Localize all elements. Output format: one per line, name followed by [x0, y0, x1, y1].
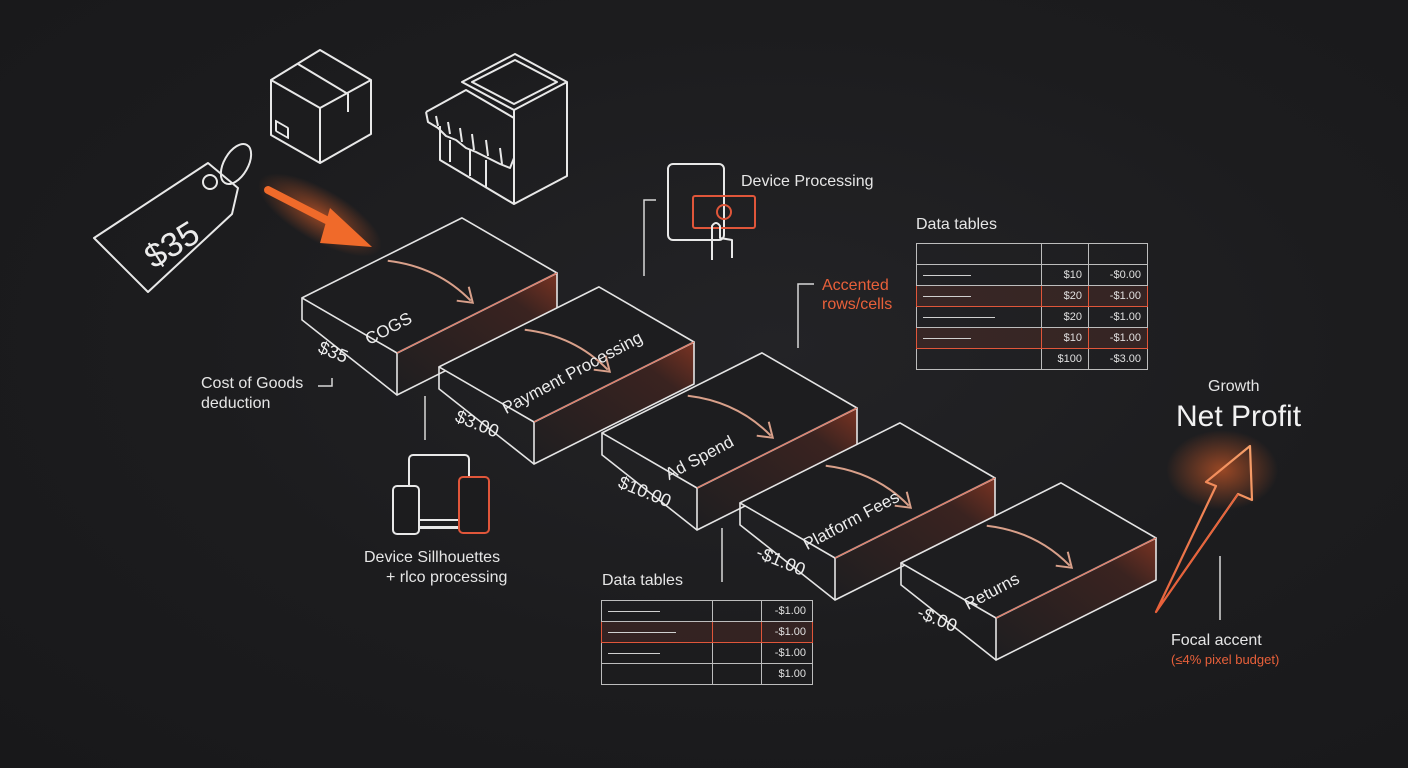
steps-layer — [301, 217, 1157, 661]
leader-lines — [318, 199, 1221, 620]
table-cell — [601, 642, 713, 664]
table-cell — [601, 621, 713, 643]
step-arrow-icon — [986, 524, 1071, 567]
data-table-bottom: -$1.00-$1.00-$1.00$1.00 — [601, 600, 813, 685]
table-cell — [916, 306, 1042, 328]
table-cell — [916, 327, 1042, 349]
cogs-note-line2: deduction — [201, 395, 271, 412]
device-processing-label: Device Processing — [741, 173, 874, 190]
table-cell — [916, 285, 1042, 307]
table-cell: -$0.00 — [1088, 264, 1148, 286]
table-cell: -$1.00 — [761, 621, 813, 643]
focal-accent-note: (≤4% pixel budget) — [1171, 652, 1280, 667]
table-row: $100-$3.00 — [916, 348, 1148, 370]
table-cell — [916, 243, 1042, 265]
table-cell: -$1.00 — [1088, 306, 1148, 328]
tablet-payment-icon — [667, 163, 756, 260]
accented-label-line1: Accented — [822, 277, 889, 294]
step-block-5 — [900, 482, 1157, 661]
table-cell: -$3.00 — [1088, 348, 1148, 370]
table-row — [916, 243, 1148, 265]
data-tables-top-label: Data tables — [916, 216, 997, 233]
table-cell: $1.00 — [761, 663, 813, 685]
table-cell — [916, 348, 1042, 370]
table-row: $10-$0.00 — [916, 264, 1148, 286]
device-silhouettes-line1: Device Sillhouettes — [364, 549, 501, 566]
table-cell — [916, 264, 1042, 286]
step-arrow-icon — [825, 464, 910, 507]
table-cell — [1088, 243, 1148, 265]
data-table-top: $10-$0.00$20-$1.00$20-$1.00$10-$1.00$100… — [916, 243, 1148, 370]
table-cell: $20 — [1041, 285, 1089, 307]
table-cell: -$1.00 — [1088, 285, 1148, 307]
step-block-1 — [301, 217, 558, 396]
growth-label: Growth — [1208, 378, 1260, 395]
table-cell: -$1.00 — [761, 600, 813, 622]
step-block-2 — [438, 286, 695, 465]
net-profit-title: Net Profit — [1176, 400, 1302, 433]
step-arrow-icon — [524, 328, 609, 371]
focal-accent-label: Focal accent — [1171, 632, 1262, 649]
table-row: $20-$1.00 — [916, 285, 1148, 307]
devices-icon — [392, 454, 490, 535]
data-tables-bottom-label: Data tables — [602, 572, 683, 589]
table-cell — [712, 600, 762, 622]
table-cell: $10 — [1041, 327, 1089, 349]
cogs-note-line1: Cost of Goods — [201, 375, 304, 392]
table-row: $20-$1.00 — [916, 306, 1148, 328]
device-silhouettes-line2: + rlco processing — [386, 569, 508, 586]
table-row: $1.00 — [601, 663, 813, 685]
table-cell: -$1.00 — [1088, 327, 1148, 349]
table-cell: $20 — [1041, 306, 1089, 328]
shipping-box-icon — [270, 49, 372, 164]
table-cell — [601, 600, 713, 622]
growth-arrow-icon — [1154, 430, 1278, 614]
table-cell — [712, 621, 762, 643]
step-block-4 — [739, 422, 996, 601]
table-cell: $10 — [1041, 264, 1089, 286]
table-row: -$1.00 — [601, 621, 813, 643]
step-arrow-icon — [687, 394, 772, 437]
storefront-icon — [425, 53, 568, 205]
table-cell: $100 — [1041, 348, 1089, 370]
step-arrow-icon — [387, 259, 472, 302]
price-tag-icon — [93, 143, 253, 293]
table-cell: -$1.00 — [761, 642, 813, 664]
table-row: -$1.00 — [601, 642, 813, 664]
table-row: -$1.00 — [601, 600, 813, 622]
table-cell — [712, 663, 762, 685]
table-cell — [1041, 243, 1089, 265]
orange-arrow-icon — [258, 173, 382, 257]
table-cell — [601, 663, 713, 685]
table-row: $10-$1.00 — [916, 327, 1148, 349]
table-cell — [712, 642, 762, 664]
accented-label-line2: rows/cells — [822, 296, 893, 313]
